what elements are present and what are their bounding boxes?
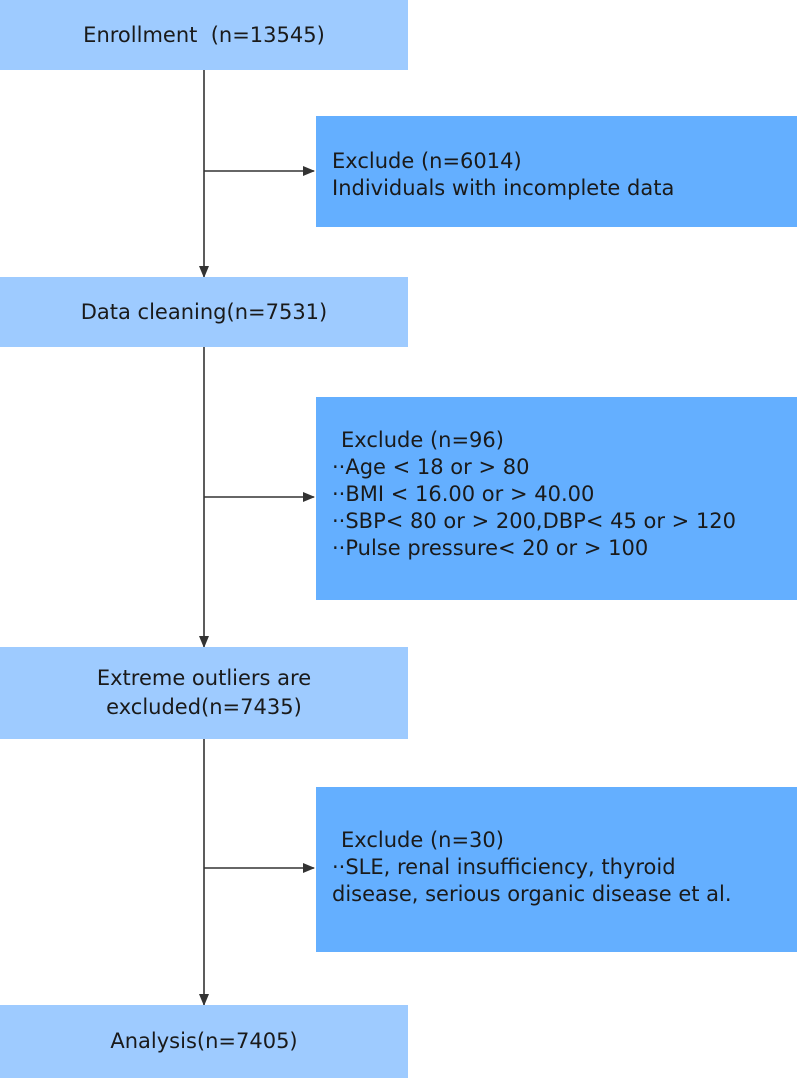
exclusion-3-item-2: disease, serious organic disease et al. <box>332 882 732 906</box>
exclusion-2-item-2: ··BMI < 16.00 or > 40.00 <box>332 482 595 506</box>
exclusion-1-item-1: Individuals with incomplete data <box>332 176 675 200</box>
step-data-cleaning-label: Data cleaning(n=7531) <box>80 299 328 324</box>
step-outliers-excluded-box: Extreme outliers are excluded(n=7435) <box>0 647 408 739</box>
exclusion-box-2: Exclude (n=96) ··Age < 18 or > 80 ··BMI … <box>316 397 797 600</box>
step-outliers-line-1: Extreme outliers are <box>96 666 312 690</box>
step-outliers-line-2: excluded(n=7435) <box>106 695 302 719</box>
exclusion-box-1: Exclude (n=6014) Individuals with incomp… <box>316 116 797 227</box>
exclusion-2-item-1: ··Age < 18 or > 80 <box>332 455 530 479</box>
exclusion-3-item-1: ··SLE, renal insufficiency, thyroid <box>332 855 676 879</box>
exclusion-2-item-4: ··Pulse pressure< 20 or > 100 <box>332 536 649 560</box>
step-outliers-excluded-label: Extreme outliers are excluded(n=7435) <box>97 664 311 722</box>
exclusion-box-3: Exclude (n=30) ··SLE, renal insufficienc… <box>316 787 797 952</box>
exclusion-3-heading: Exclude (n=30) <box>341 828 504 852</box>
exclusion-1-heading: Exclude (n=6014) <box>332 149 522 173</box>
step-enrollment-label: Enrollment (n=13545) <box>83 22 325 47</box>
step-analysis-box: Analysis(n=7405) <box>0 1005 408 1078</box>
exclusion-2-heading: Exclude (n=96) <box>341 428 504 452</box>
step-analysis-label: Analysis(n=7405) <box>110 1029 298 1053</box>
exclusion-2-item-3: ··SBP< 80 or > 200,DBP< 45 or > 120 <box>332 509 737 533</box>
step-enrollment-box: Enrollment (n=13545) <box>0 0 408 70</box>
step-data-cleaning-box: Data cleaning(n=7531) <box>0 277 408 347</box>
